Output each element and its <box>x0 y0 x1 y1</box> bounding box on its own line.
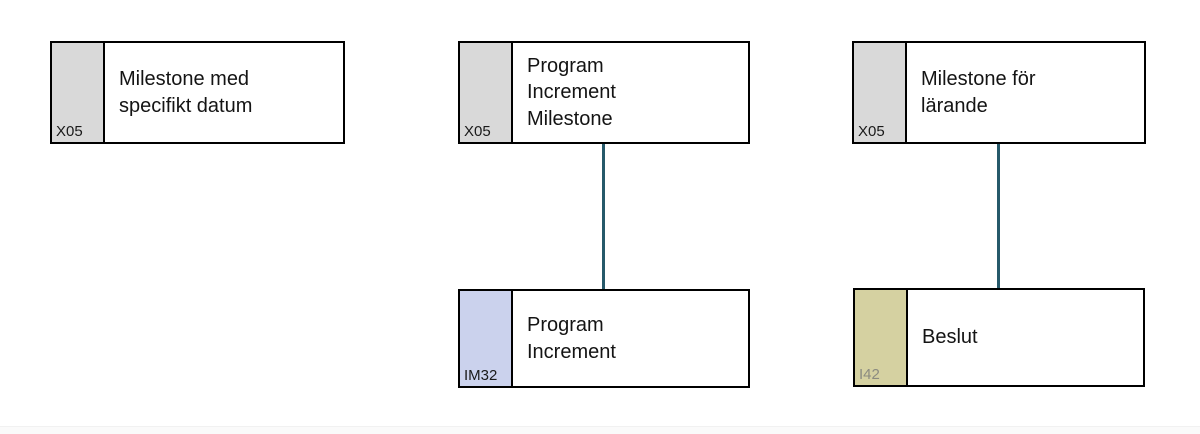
node-tag-strip: X05 <box>854 43 907 142</box>
connector-pi-milestone-to-program-increment[interactable] <box>602 144 605 290</box>
connector-milestone-larande-to-beslut[interactable] <box>997 144 1000 289</box>
node-tag-label: X05 <box>464 123 491 140</box>
node-label: Beslut <box>922 326 978 349</box>
bottom-strip <box>0 426 1200 434</box>
node-tag-strip: X05 <box>52 43 105 142</box>
node-program-increment-milestone[interactable]: X05 Program Increment Milestone <box>458 41 750 144</box>
node-milestone-specifikt-datum[interactable]: X05 Milestone med specifikt datum <box>50 41 345 144</box>
node-tag-label: X05 <box>56 123 83 140</box>
node-milestone-for-larande[interactable]: X05 Milestone för lärande <box>852 41 1146 144</box>
node-label: Milestone för lärande <box>921 68 1036 117</box>
node-beslut[interactable]: I42 Beslut <box>853 288 1145 387</box>
node-tag-label: IM32 <box>464 367 498 384</box>
node-program-increment[interactable]: IM32 Program Increment <box>458 289 750 388</box>
node-label: Milestone med specifikt datum <box>119 68 253 117</box>
node-label: Program Increment Milestone <box>527 54 616 130</box>
node-tag-strip: X05 <box>460 43 513 142</box>
node-tag-strip: IM32 <box>460 291 513 386</box>
node-tag-strip: I42 <box>855 290 908 385</box>
node-tag-label: X05 <box>858 123 885 140</box>
node-label: Program Increment <box>527 314 616 363</box>
node-tag-label: I42 <box>859 366 880 383</box>
